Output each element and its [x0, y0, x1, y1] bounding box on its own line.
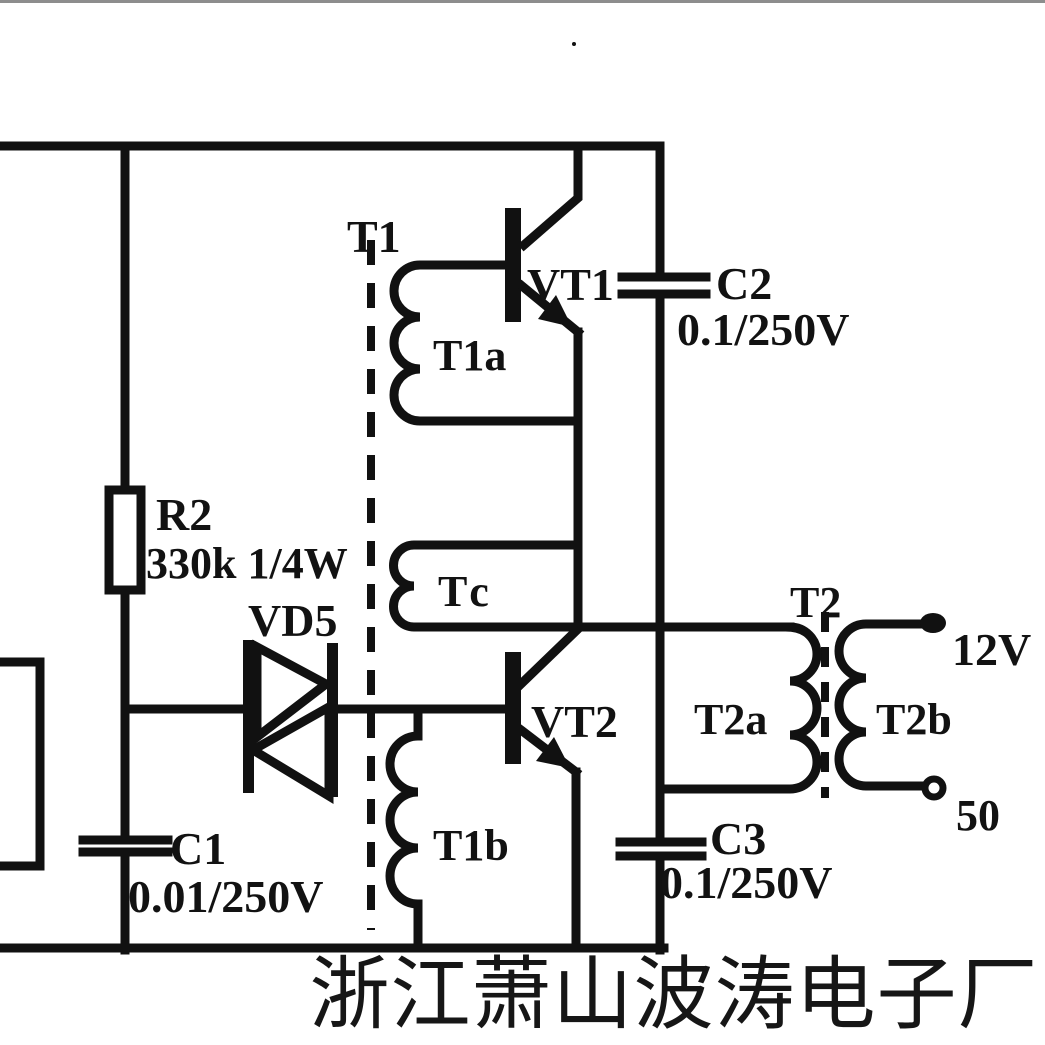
t1a-winding: [389, 260, 583, 426]
terminal-50-circle: [921, 775, 947, 801]
t2a-winding: [655, 622, 822, 794]
scan-top-border: [0, 0, 1045, 3]
transistor-vt1: [505, 141, 585, 632]
t2b-winding: [834, 619, 927, 791]
scan-speck: [572, 42, 576, 46]
vt1-collector-wire: [517, 141, 583, 252]
tc-winding: [389, 540, 795, 632]
c2-label: C2: [716, 258, 772, 309]
terminal-50-label: 50: [956, 791, 1000, 840]
resistor-r2: [104, 485, 146, 595]
factory-name-text: 浙江萧山波涛电子厂: [310, 952, 1039, 1040]
labels: T1 T1a Tc T1b VT1 VT2 R2 330k 1/4W VD5 C…: [128, 211, 1031, 922]
vt1-emitter-arrow-icon: [538, 295, 572, 327]
t1a-label: T1a: [433, 331, 506, 380]
r2-label: R2: [156, 489, 212, 540]
partial-component-box: [0, 657, 45, 871]
terminal-12v-label: 12V: [952, 624, 1031, 675]
t1-label: T1: [347, 211, 401, 262]
c2-value: 0.1/250V: [677, 304, 850, 355]
vd5-left-bar: [243, 640, 254, 793]
vt2-emitter-arrow-icon: [536, 737, 570, 768]
vt1-label: VT1: [527, 259, 614, 310]
c3-label: C3: [710, 813, 766, 864]
terminal-12v-dot: [920, 613, 946, 633]
vd5-label: VD5: [248, 595, 337, 646]
t1b-label: T1b: [433, 821, 509, 870]
capacitor-c2: [617, 272, 711, 299]
wires: [0, 141, 669, 955]
t1b-winding: [385, 704, 423, 953]
vd5-right-bar: [327, 643, 338, 797]
transformer-t1: [367, 240, 795, 953]
capacitor-c3: [615, 837, 707, 861]
tc-label: Tc: [438, 567, 495, 616]
transistor-vt2: [505, 622, 585, 953]
vt2-collector-wire: [514, 622, 585, 691]
c3-value: 0.1/250V: [660, 857, 833, 908]
diac-vd5: [243, 639, 338, 804]
t2-label: T2: [790, 578, 841, 627]
vd5-upper-triangle: [252, 639, 335, 747]
vt2-label: VT2: [531, 696, 618, 747]
c1-value: 0.01/250V: [128, 871, 324, 922]
vt1-base-bar: [505, 208, 521, 322]
capacitor-c1: [78, 835, 173, 857]
transformer-t2: [655, 612, 947, 801]
t2a-label: T2a: [694, 695, 767, 744]
r2-value: 330k 1/4W: [146, 539, 348, 588]
r2-body: [104, 485, 146, 595]
t2b-label: T2b: [876, 695, 952, 744]
vt2-base-bar: [505, 652, 521, 764]
c1-label: C1: [170, 823, 226, 874]
